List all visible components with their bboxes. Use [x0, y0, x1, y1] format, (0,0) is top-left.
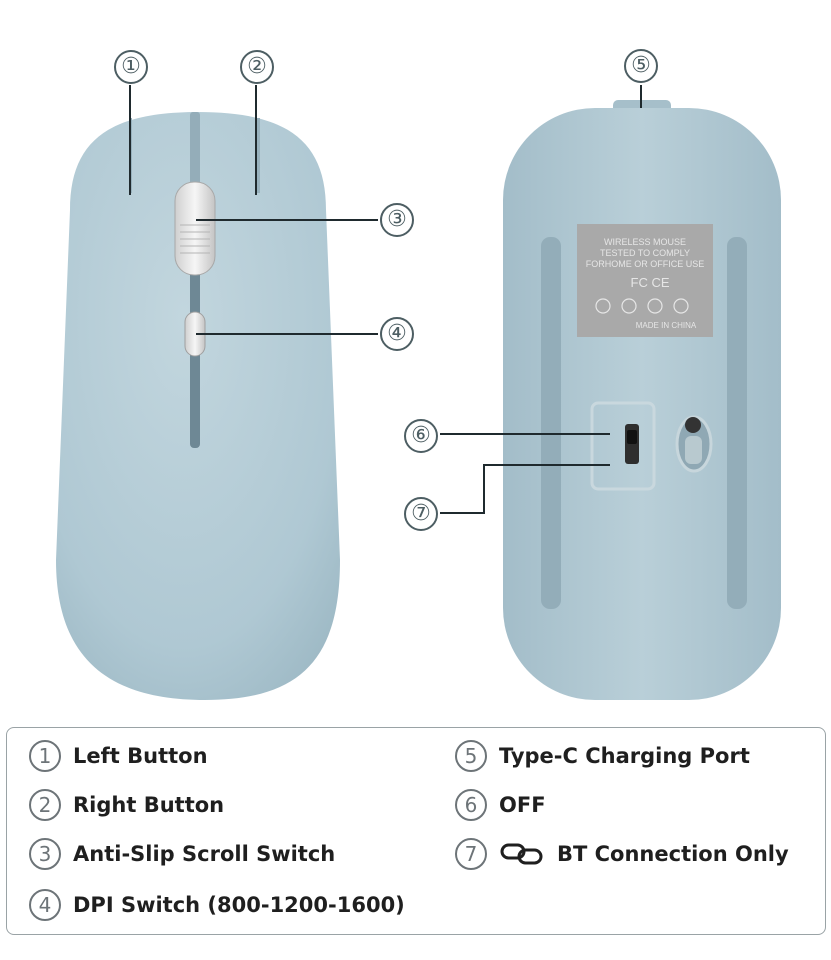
legend-item-scroll-switch: 3 Anti-Slip Scroll Switch [29, 834, 335, 874]
leader-7 [440, 464, 610, 514]
center-groove-lower [190, 270, 200, 448]
callout-1: ① [114, 50, 148, 84]
legend-item-right-button: 2 Right Button [29, 785, 224, 825]
power-switch-area [590, 401, 656, 491]
product-illustration: WIRELESS MOUSE TESTED TO COMPLY FORHOME … [56, 85, 781, 700]
sensor-lens [685, 417, 701, 433]
power-switch-knob [627, 430, 637, 444]
label-plate [577, 224, 713, 337]
mouse-top-view [56, 112, 340, 700]
plate-line-3: FORHOME OR OFFICE USE [586, 259, 705, 269]
callout-7: ⑦ [404, 497, 438, 531]
callout-6: ⑥ [404, 419, 438, 453]
legend-label: Right Button [73, 793, 225, 817]
link-icon [500, 843, 543, 865]
right-glide-strip [727, 237, 747, 609]
legend-number: 4 [29, 889, 61, 921]
legend-label: BT Connection Only [557, 842, 789, 866]
legend-number: 1 [29, 740, 61, 772]
legend-item-dpi-switch: 4 DPI Switch (800-1200-1600) [29, 885, 405, 925]
sensor-window [685, 436, 702, 464]
legend-number: 6 [455, 789, 487, 821]
legend-item-off: 6 OFF [455, 785, 546, 825]
certification-icons [595, 298, 689, 314]
legend-label: OFF [499, 793, 546, 817]
legend-item-left-button: 1 Left Button [29, 736, 208, 776]
callout-3: ③ [380, 203, 414, 237]
plate-line-2: TESTED TO COMPLY [600, 248, 690, 258]
legend-number: 5 [455, 740, 487, 772]
legend-number: 7 [455, 838, 487, 870]
legend-item-bt-connection: 7 BT Connection Only [455, 834, 789, 874]
plate-marks: FC CE [631, 275, 670, 290]
left-glide-strip [541, 237, 561, 609]
plate-line-1: WIRELESS MOUSE [604, 237, 686, 247]
legend-box: 1 Left Button 2 Right Button 3 Anti-Slip… [6, 727, 826, 935]
legend-label: Left Button [73, 744, 208, 768]
callout-2: ② [240, 50, 274, 84]
plate-made-in: MADE IN CHINA [636, 321, 697, 330]
callout-5: ⑤ [624, 49, 658, 83]
legend-number: 2 [29, 789, 61, 821]
legend-item-charging-port: 5 Type-C Charging Port [455, 736, 750, 776]
legend-number: 3 [29, 838, 61, 870]
legend-label: Anti-Slip Scroll Switch [73, 842, 336, 866]
callout-4: ④ [380, 317, 414, 351]
legend-label: DPI Switch (800-1200-1600) [73, 893, 405, 917]
legend-label: Type-C Charging Port [499, 744, 750, 768]
mouse-bottom-view [503, 100, 781, 700]
scroll-wheel [174, 181, 216, 276]
right-button-line [257, 118, 260, 193]
center-groove [190, 112, 200, 202]
